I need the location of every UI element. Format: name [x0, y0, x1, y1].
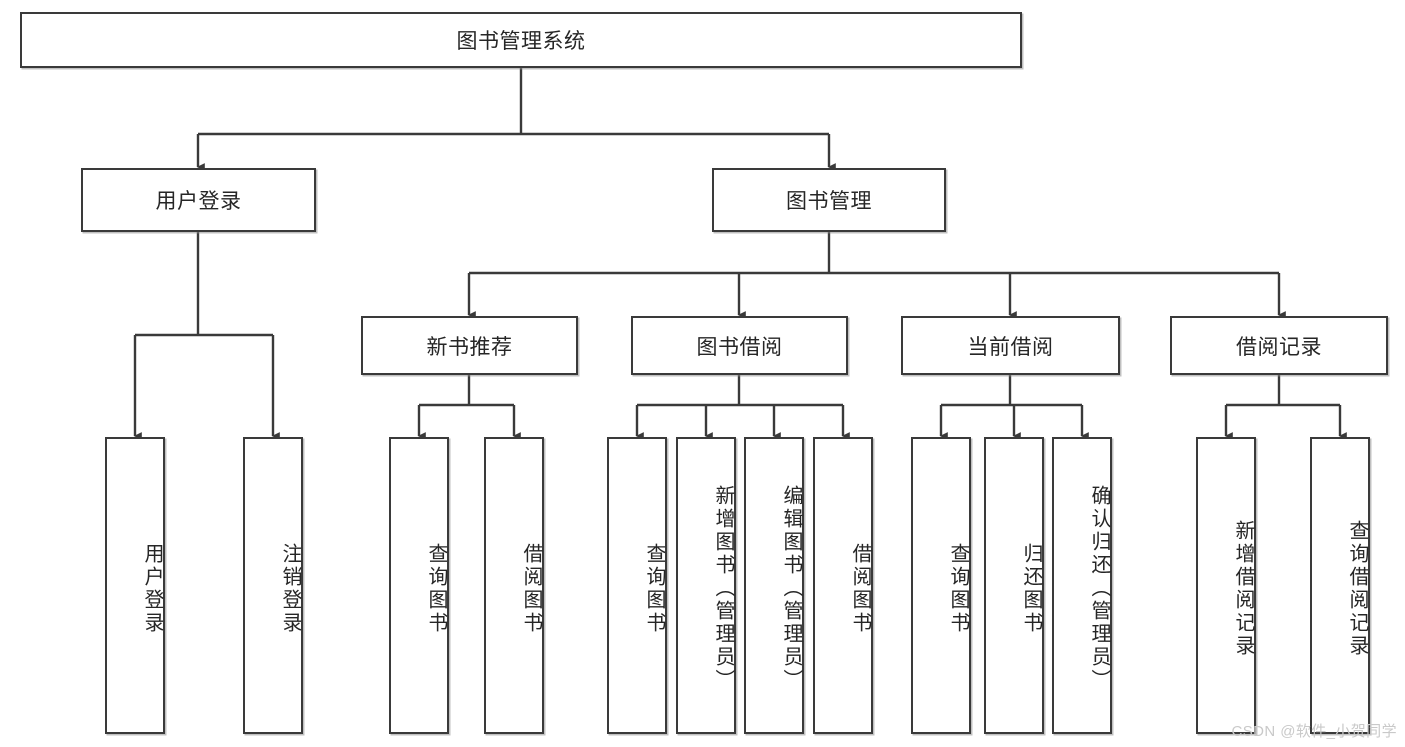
node-borrow[interactable]: 图书借阅 [631, 316, 848, 375]
node-root[interactable]: 图书管理系统 [20, 12, 1022, 68]
node-label-leaf-cur-2: 归还图书 [1020, 542, 1042, 635]
node-label-current: 当前借阅 [967, 335, 1054, 359]
node-leaf-bor-2[interactable]: 新增图书（管理员） [676, 437, 736, 734]
node-leaf-rec-1[interactable]: 新增借阅记录 [1196, 437, 1256, 734]
node-label-newbook: 新书推荐 [426, 335, 513, 359]
node-leaf-bor-1[interactable]: 查询图书 [607, 437, 667, 734]
node-leaf-cur-2[interactable]: 归还图书 [984, 437, 1044, 734]
node-bookmgmt[interactable]: 图书管理 [712, 168, 946, 232]
node-label-leaf-cur-1: 查询图书 [947, 542, 969, 635]
node-newbook[interactable]: 新书推荐 [361, 316, 578, 375]
node-label-leaf-new-1: 查询图书 [425, 542, 447, 635]
node-leaf-new-1[interactable]: 查询图书 [389, 437, 449, 734]
node-label-leaf-login-1: 用户登录 [141, 542, 163, 635]
node-label-root: 图书管理系统 [456, 30, 586, 53]
node-label-leaf-login-2: 注销登录 [279, 542, 301, 635]
node-label-leaf-new-2: 借阅图书 [520, 542, 542, 635]
node-label-leaf-rec-2: 查询借阅记录 [1346, 519, 1368, 658]
node-login[interactable]: 用户登录 [81, 168, 316, 232]
node-label-bookmgmt: 图书管理 [786, 190, 872, 213]
node-label-records: 借阅记录 [1236, 335, 1322, 359]
node-label-login: 用户登录 [155, 190, 242, 213]
node-label-leaf-cur-3: 确认归还（管理员） [1088, 485, 1110, 692]
node-current[interactable]: 当前借阅 [901, 316, 1120, 375]
node-leaf-bor-3[interactable]: 编辑图书（管理员） [744, 437, 804, 734]
node-label-borrow: 图书借阅 [696, 335, 783, 359]
node-label-leaf-bor-4: 借阅图书 [849, 542, 871, 635]
node-leaf-cur-3[interactable]: 确认归还（管理员） [1052, 437, 1112, 734]
node-leaf-login-1[interactable]: 用户登录 [105, 437, 165, 734]
csdn-watermark: CSDN @软件_小贺同学 [1231, 723, 1397, 740]
node-leaf-new-2[interactable]: 借阅图书 [484, 437, 544, 734]
node-records[interactable]: 借阅记录 [1170, 316, 1388, 375]
node-leaf-rec-2[interactable]: 查询借阅记录 [1310, 437, 1370, 734]
node-leaf-login-2[interactable]: 注销登录 [243, 437, 303, 734]
node-label-leaf-bor-1: 查询图书 [643, 542, 665, 635]
node-leaf-cur-1[interactable]: 查询图书 [911, 437, 971, 734]
node-label-leaf-bor-3: 编辑图书（管理员） [780, 485, 802, 692]
node-label-leaf-bor-2: 新增图书（管理员） [712, 485, 734, 692]
node-label-leaf-rec-1: 新增借阅记录 [1232, 519, 1254, 658]
node-leaf-bor-4[interactable]: 借阅图书 [813, 437, 873, 734]
